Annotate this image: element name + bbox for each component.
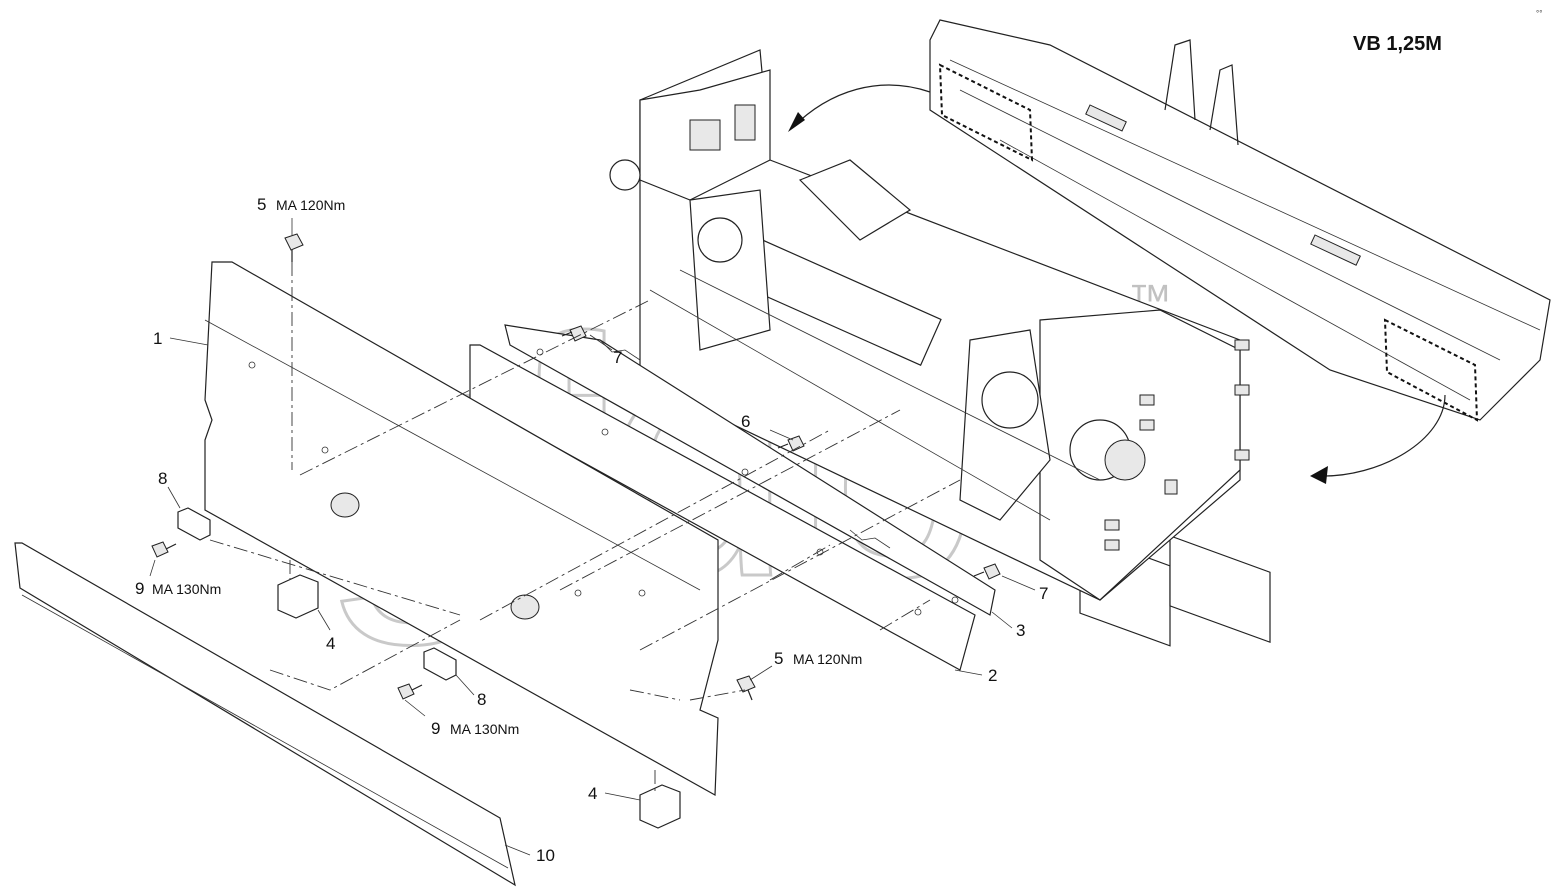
bolts (151, 233, 1001, 701)
leader-lines (149, 218, 1036, 856)
clamps (177, 507, 457, 681)
callout-5a-spec: MA 120Nm (276, 197, 345, 213)
callout-8b: 8 (477, 690, 486, 709)
cover-panel (204, 261, 719, 797)
base-assembly (609, 49, 1250, 601)
callout-7b: 7 (1039, 584, 1048, 603)
bottom-strip (14, 542, 516, 887)
blocks (277, 574, 681, 829)
callout-9a: 9 (135, 579, 144, 598)
alignment-lines (209, 262, 961, 795)
callout-5b: 5 (774, 649, 783, 668)
callout-5a: 5 (257, 195, 266, 214)
guide-strips (469, 324, 996, 671)
callout-3: 3 (1016, 621, 1025, 640)
callout-4a: 4 (326, 634, 335, 653)
model-label: VB 1,25M (1353, 33, 1442, 55)
callout-7a: 7 (613, 348, 622, 367)
callout-9b-spec: MA 130Nm (450, 721, 519, 737)
callouts: 1 2 3 4 4 5 MA 120Nm 5 MA 120Nm 6 7 7 8 … (135, 195, 1048, 865)
callout-5b-spec: MA 120Nm (793, 651, 862, 667)
callout-4b: 4 (588, 784, 597, 803)
callout-1: 1 (153, 329, 162, 348)
callout-2: 2 (988, 666, 997, 685)
corner-mark: °° (1536, 9, 1542, 18)
callout-8a: 8 (158, 469, 167, 488)
callout-9a-spec: MA 130Nm (152, 581, 221, 597)
callout-10: 10 (536, 846, 555, 865)
callout-9b: 9 (431, 719, 440, 738)
callout-6: 6 (741, 412, 750, 431)
